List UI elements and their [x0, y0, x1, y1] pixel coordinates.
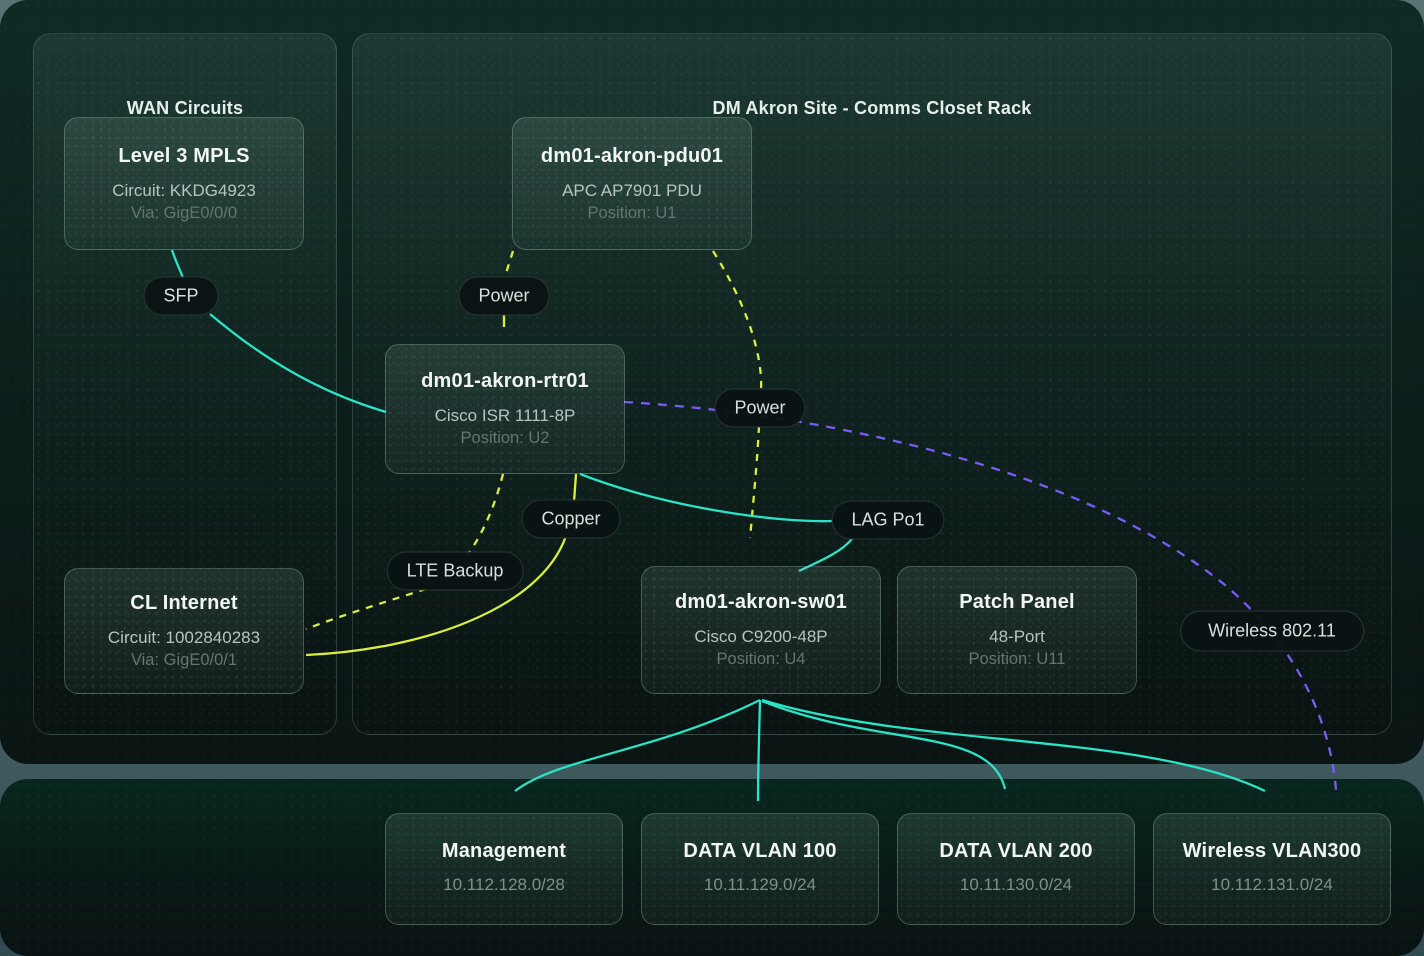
node-interface: Via: GigE0/0/0: [130, 203, 238, 222]
node-title: CL Internet: [130, 592, 238, 614]
node-title: Level 3 MPLS: [118, 144, 250, 167]
node-title: dm01-akron-rtr01: [421, 370, 589, 392]
node-position: Position: U2: [460, 429, 550, 447]
node-rtr01[interactable]: dm01-akron-rtr01 Cisco ISR 1111-8P Posit…: [385, 344, 625, 474]
node-vlan-management[interactable]: Management 10.112.128.0/28: [385, 813, 623, 925]
node-circuit: Circuit: KKDG4923: [112, 180, 256, 200]
node-vlan-200[interactable]: DATA VLAN 200 10.11.130.0/24: [897, 813, 1135, 925]
node-sw01[interactable]: dm01-akron-sw01 Cisco C9200-48P Position…: [641, 566, 881, 694]
node-circuit: Circuit: 1002840283: [107, 628, 261, 647]
node-model: Cisco C9200-48P: [694, 627, 828, 646]
edge-label-copper: Copper: [521, 499, 621, 539]
edge-label-power-sw: Power: [714, 388, 806, 428]
wan-panel-title: WAN Circuits: [126, 98, 244, 118]
vlan-title: Wireless VLAN300: [1182, 840, 1362, 862]
node-title: Patch Panel: [959, 591, 1075, 613]
vlan-title: DATA VLAN 100: [683, 840, 837, 862]
node-interface: Via: GigE0/0/1: [130, 651, 238, 669]
node-model: APC AP7901 PDU: [562, 180, 702, 200]
node-position: Position: U4: [716, 650, 806, 668]
vlan-title: DATA VLAN 200: [939, 840, 1093, 862]
edge-label-sfp: SFP: [143, 276, 219, 316]
node-model: 48-Port: [989, 627, 1045, 646]
node-pdu01[interactable]: dm01-akron-pdu01 APC AP7901 PDU Position…: [512, 117, 752, 250]
rack-panel-title: DM Akron Site - Comms Closet Rack: [712, 98, 1032, 118]
node-vlan-300[interactable]: Wireless VLAN300 10.112.131.0/24: [1153, 813, 1391, 925]
vlan-subnet: 10.112.131.0/24: [1211, 875, 1333, 894]
node-model: Cisco ISR 1111-8P: [434, 406, 576, 425]
node-position: Position: U1: [587, 203, 677, 222]
node-title: dm01-akron-pdu01: [540, 144, 724, 167]
node-position: Position: U11: [968, 650, 1066, 668]
vlan-subnet: 10.112.128.0/28: [443, 875, 565, 894]
node-patch-panel[interactable]: Patch Panel 48-Port Position: U11: [897, 566, 1137, 694]
node-title: dm01-akron-sw01: [675, 591, 847, 613]
vlan-subnet: 10.11.129.0/24: [703, 875, 817, 894]
edge-label-wireless-802-11: Wireless 802.11: [1180, 610, 1364, 652]
edge-label-lte-backup: LTE Backup: [386, 551, 524, 591]
vlan-subnet: 10.11.130.0/24: [959, 875, 1073, 894]
node-level3-mpls[interactable]: Level 3 MPLS Circuit: KKDG4923 Via: GigE…: [64, 117, 304, 250]
vlan-title: Management: [441, 840, 567, 862]
edge-label-lag-po1: LAG Po1: [831, 500, 945, 540]
vlan-lane: [0, 779, 1424, 956]
edge-label-power-rtr: Power: [458, 276, 550, 316]
node-vlan-100[interactable]: DATA VLAN 100 10.11.129.0/24: [641, 813, 879, 925]
node-cl-internet[interactable]: CL Internet Circuit: 1002840283 Via: Gig…: [64, 568, 304, 694]
